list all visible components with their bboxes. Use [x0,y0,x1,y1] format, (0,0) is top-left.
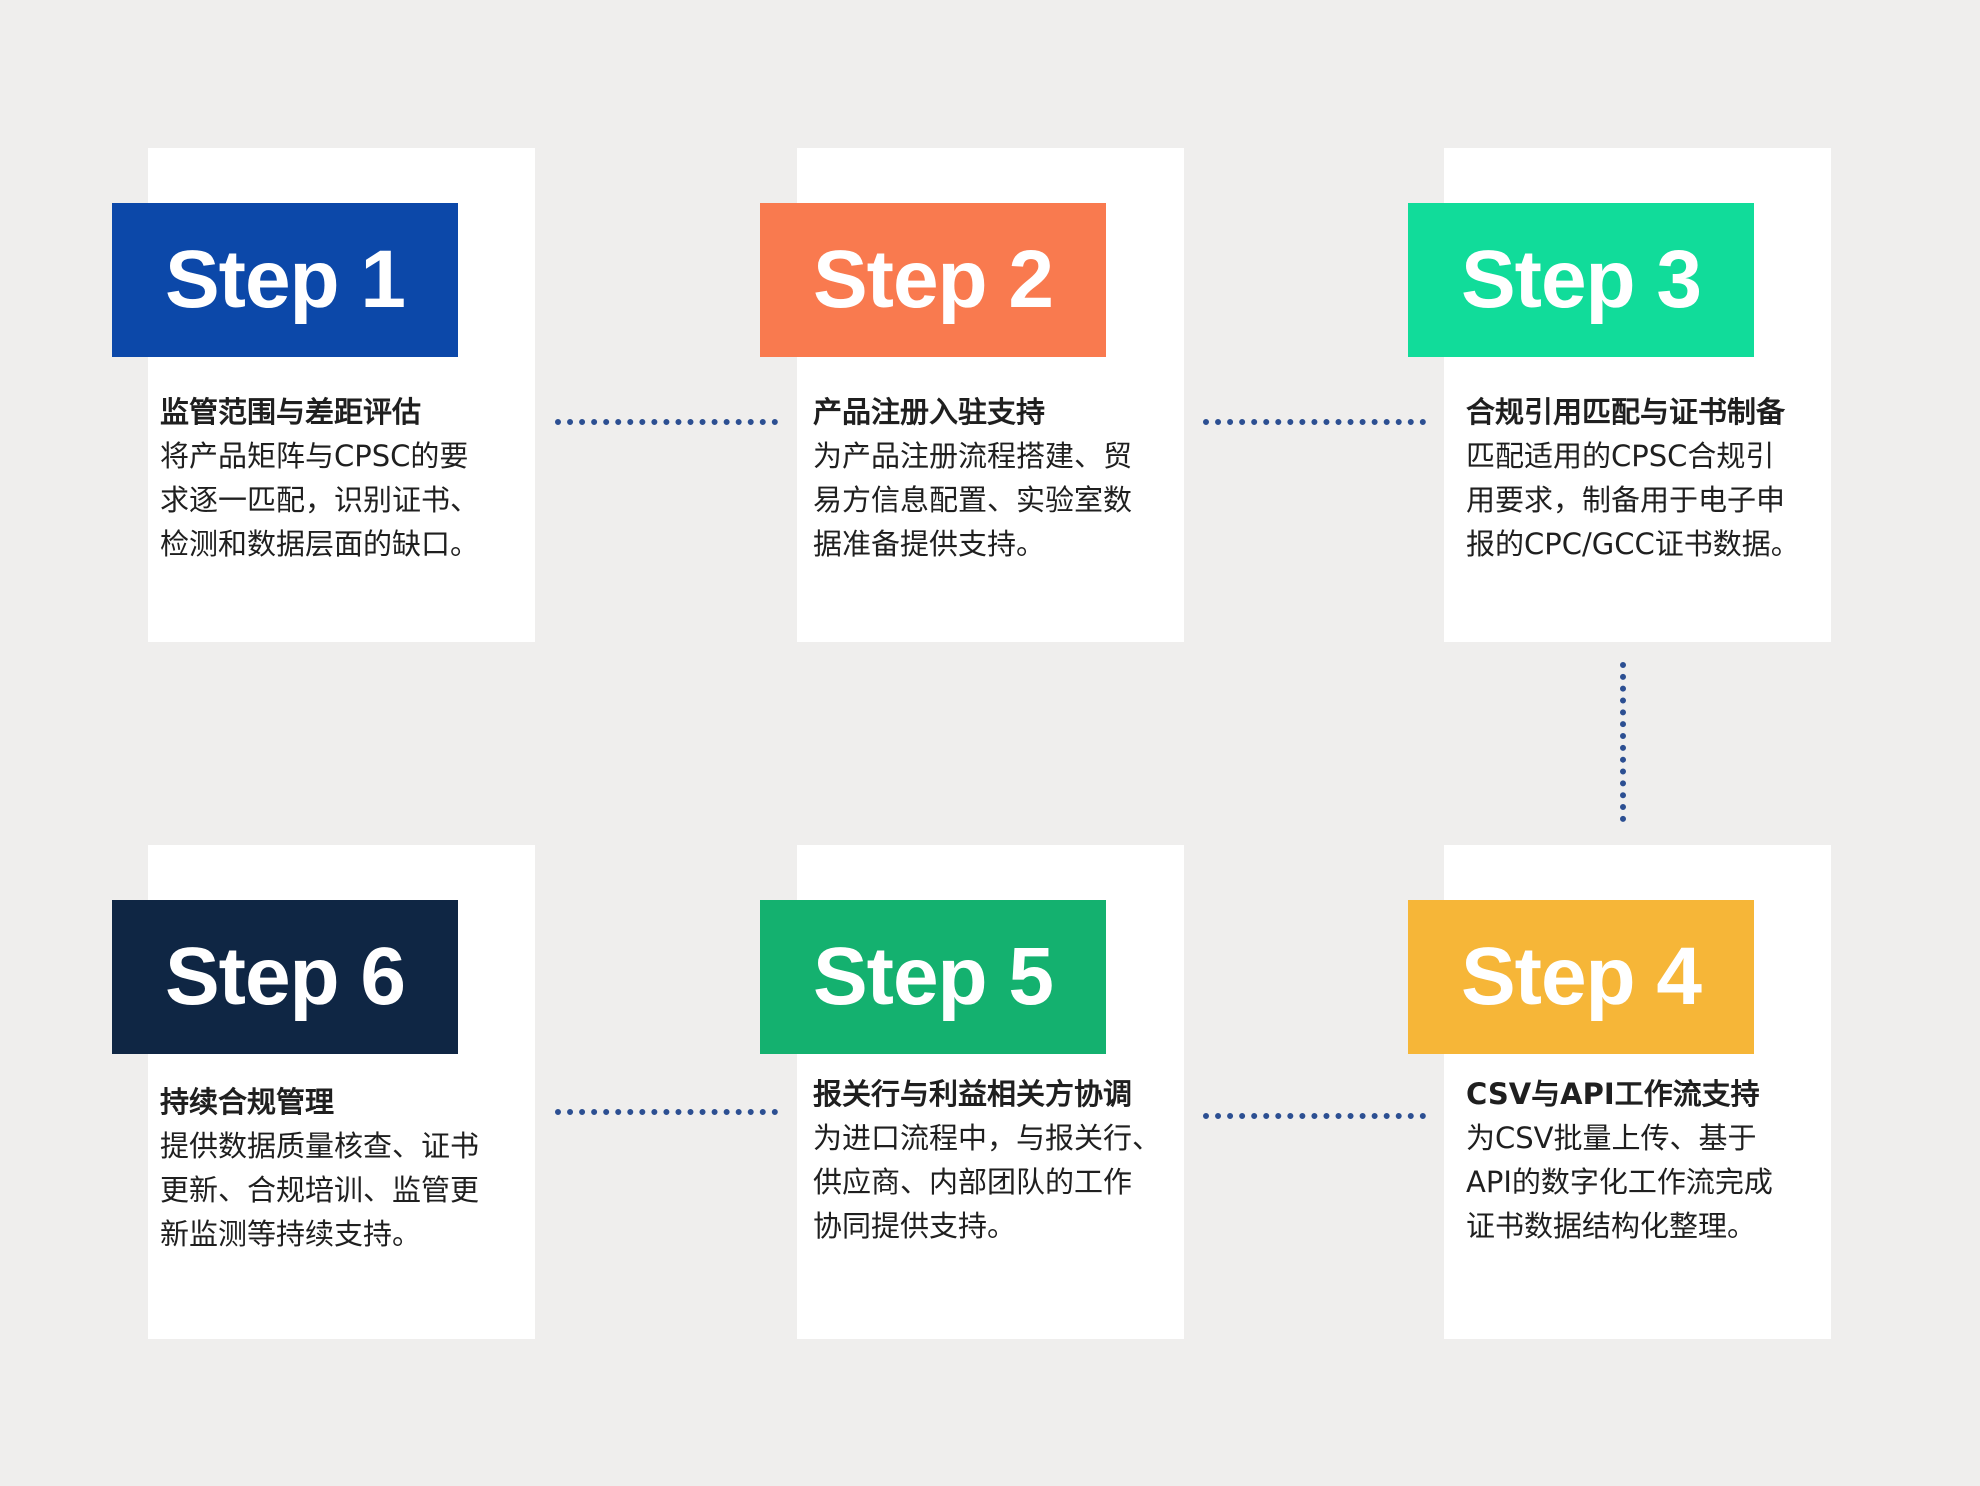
step-2-title: 产品注册入驻支持 [813,395,1046,429]
connector-step1-step2 [555,419,778,425]
connector-step3-step4 [1620,662,1626,822]
step-6-title: 持续合规管理 [160,1085,335,1119]
step-6-description: 提供数据质量核查、证书 更新、合规培训、监管更 新监测等持续支持。 [160,1129,480,1251]
connector-step4-step5 [1203,1113,1426,1119]
connector-step5-step6 [555,1109,778,1115]
step-6-label: Step 6 [164,931,406,1022]
step-5-description: 为进口流程中，与报关行、 供应商、内部团队的工作 协同提供支持。 [813,1121,1162,1243]
step-6-badge: Step 6 [112,900,458,1054]
step-5-label: Step 5 [812,931,1054,1022]
step-4-title: CSV与API工作流支持 [1466,1077,1760,1111]
step-1-label: Step 1 [164,234,406,325]
connector-step2-step3 [1203,419,1426,425]
step-1-title: 监管范围与差距评估 [160,395,422,429]
step-3-title: 合规引用匹配与证书制备 [1466,395,1786,429]
step-5-text: 报关行与利益相关方协调 为进口流程中，与报关行、 供应商、内部团队的工作 协同提… [813,1072,1213,1248]
step-4-text: CSV与API工作流支持 为CSV批量上传、基于 API的数字化工作流完成 证书… [1466,1072,1866,1248]
step-3-description: 匹配适用的CPSC合规引 用要求，制备用于电子申 报的CPC/GCC证书数据。 [1466,439,1800,561]
step-6-text: 持续合规管理 提供数据质量核查、证书 更新、合规培训、监管更 新监测等持续支持。 [160,1080,560,1256]
step-3-label: Step 3 [1460,234,1702,325]
step-4-badge: Step 4 [1408,900,1754,1054]
step-4-label: Step 4 [1460,931,1702,1022]
step-5-title: 报关行与利益相关方协调 [813,1077,1133,1111]
step-2-label: Step 2 [812,234,1054,325]
step-1-description: 将产品矩阵与CPSC的要 求逐一匹配，识别证书、 检测和数据层面的缺口。 [160,439,480,561]
step-3-text: 合规引用匹配与证书制备 匹配适用的CPSC合规引 用要求，制备用于电子申 报的C… [1466,390,1866,566]
step-1-text: 监管范围与差距评估 将产品矩阵与CPSC的要 求逐一匹配，识别证书、 检测和数据… [160,390,560,566]
step-2-text: 产品注册入驻支持 为产品注册流程搭建、贸 易方信息配置、实验室数 据准备提供支持… [813,390,1213,566]
step-1-badge: Step 1 [112,203,458,357]
step-5-badge: Step 5 [760,900,1106,1054]
step-3-badge: Step 3 [1408,203,1754,357]
step-2-description: 为产品注册流程搭建、贸 易方信息配置、实验室数 据准备提供支持。 [813,439,1133,561]
step-2-badge: Step 2 [760,203,1106,357]
step-4-description: 为CSV批量上传、基于 API的数字化工作流完成 证书数据结构化整理。 [1466,1121,1773,1243]
